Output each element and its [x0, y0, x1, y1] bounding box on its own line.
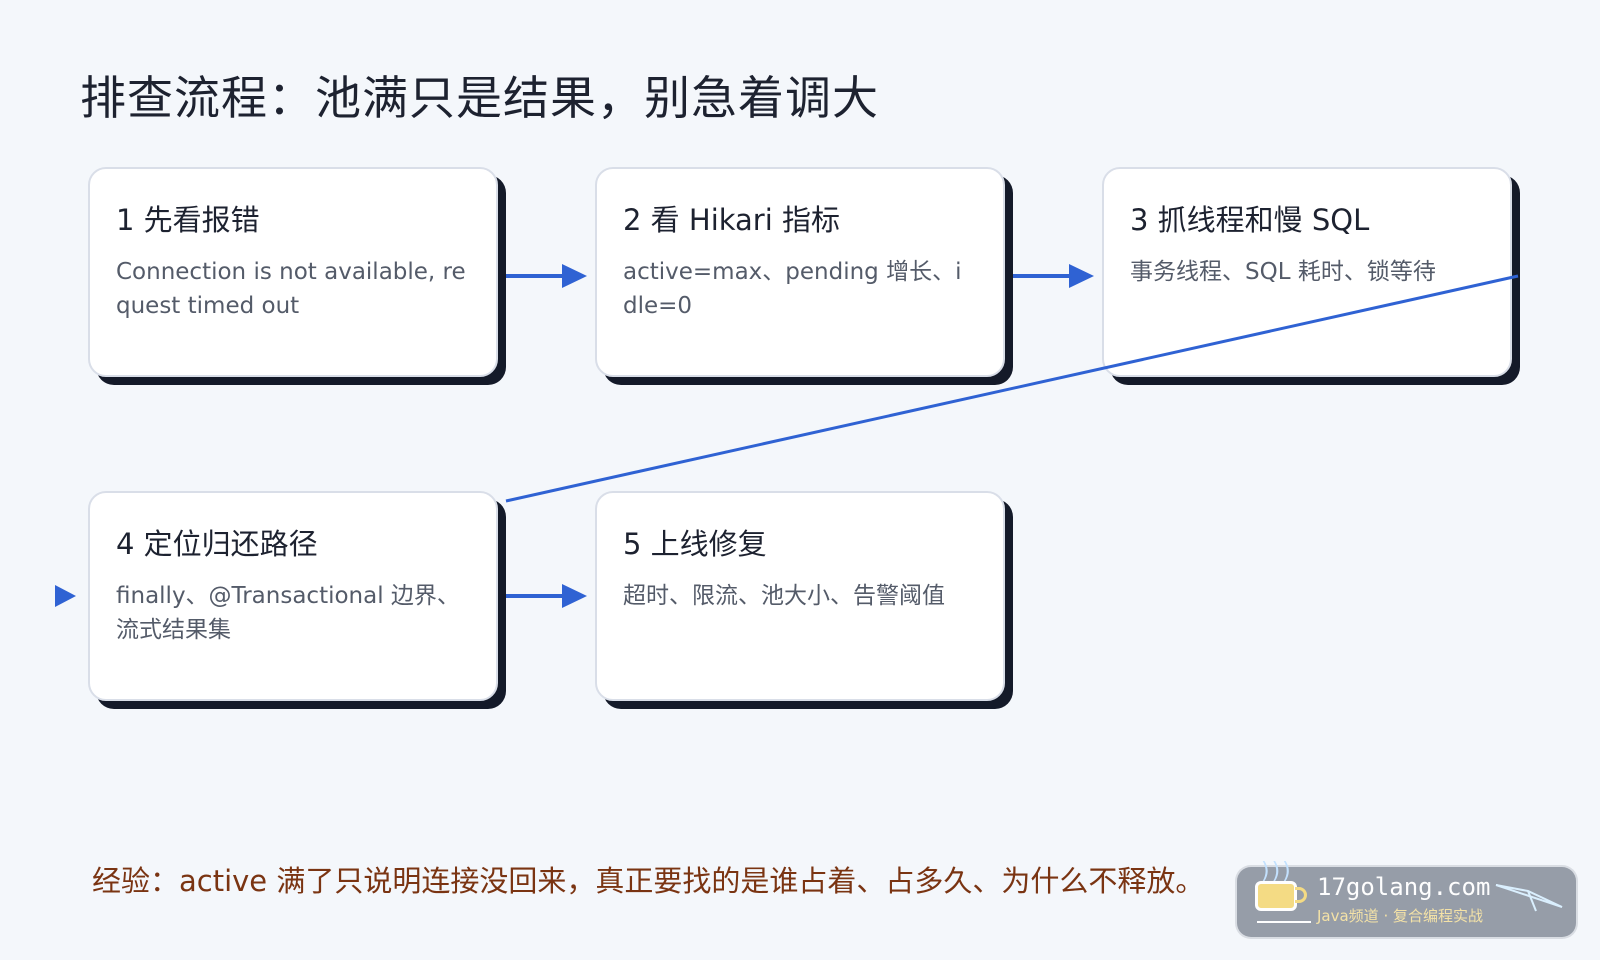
- lesson-note: 经验：active 满了只说明连接没回来，真正要找的是谁占着、占多久、为什么不释…: [92, 864, 1205, 898]
- watermark-logo: 17golang.com: [1317, 873, 1491, 901]
- step-title: 2 看 Hikari 指标: [623, 203, 841, 237]
- steam-icon: ))): [1261, 859, 1293, 884]
- step-title: 1 先看报错: [116, 203, 260, 237]
- arrow-head-4-5: [562, 584, 587, 608]
- step-body: finally、@Transactional 边界、流式结果集: [116, 583, 460, 643]
- step-title: 5 上线修复: [623, 527, 767, 561]
- page-title: 排查流程：池满只是结果，别急着调大: [80, 71, 879, 125]
- step-card-3: 3 抓线程和慢 SQL 事务线程、SQL 耗时、锁等待: [1102, 167, 1512, 377]
- arrow-head-2-3: [1069, 264, 1094, 288]
- paper-plane-icon: [1495, 884, 1563, 912]
- step-title: 4 定位归还路径: [116, 527, 318, 561]
- arrow-head-1-2: [562, 264, 587, 288]
- watermark: ))) 17golang.com Java频道 · 复合编程实战: [1237, 859, 1576, 937]
- step-card-1: 1 先看报错 Connection is not available, requ…: [88, 167, 498, 377]
- arrow-head-3-4: [55, 585, 76, 607]
- step-body: 超时、限流、池大小、告警阈值: [623, 583, 945, 609]
- cup-handle-icon: [1295, 887, 1307, 903]
- step-body: 事务线程、SQL 耗时、锁等待: [1130, 259, 1436, 285]
- watermark-tagline: Java频道 · 复合编程实战: [1317, 907, 1483, 925]
- step-body: active=max、pending 增长、idle=0: [623, 259, 962, 319]
- step-card-5: 5 上线修复 超时、限流、池大小、告警阈值: [595, 491, 1005, 701]
- coffee-cup-icon: [1255, 881, 1297, 911]
- step-title: 3 抓线程和慢 SQL: [1130, 203, 1370, 237]
- step-card-4: 4 定位归还路径 finally、@Transactional 边界、流式结果集: [88, 491, 498, 701]
- step-card-2: 2 看 Hikari 指标 active=max、pending 增长、idle…: [595, 167, 1005, 377]
- logo-underline: [1257, 921, 1311, 923]
- step-body: Connection is not available, request tim…: [116, 259, 466, 319]
